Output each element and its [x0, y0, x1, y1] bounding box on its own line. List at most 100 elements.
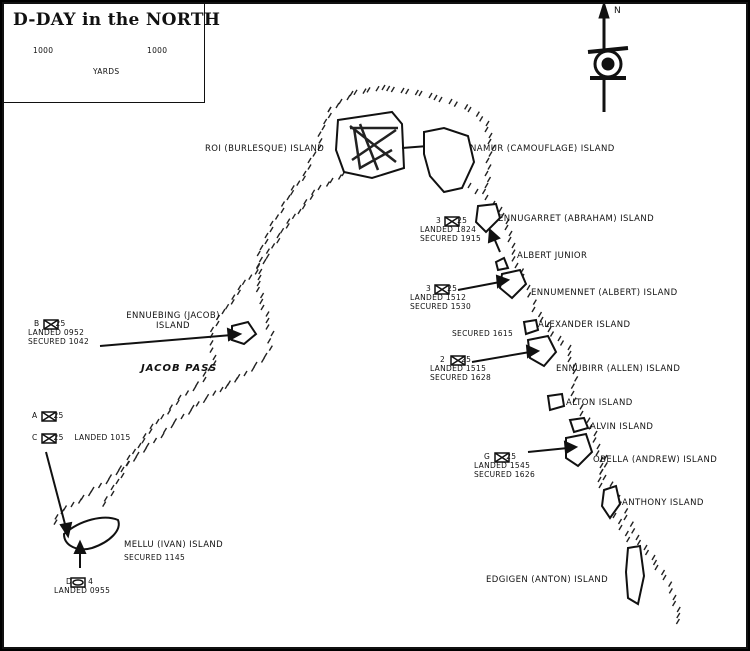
reef-tick	[212, 390, 217, 396]
reef-tick	[567, 356, 572, 363]
reef-tick	[676, 606, 681, 613]
unit-battalion: 25	[461, 355, 472, 364]
reef-tick	[152, 437, 158, 444]
reef-tick	[236, 289, 242, 296]
reef-tick	[662, 574, 667, 581]
reef-tick	[265, 248, 271, 254]
reef-tick	[289, 189, 295, 196]
reef-tick	[264, 232, 269, 239]
reef-tick	[338, 98, 343, 105]
reef-tick	[438, 96, 443, 103]
reef-tick	[318, 137, 323, 144]
mellu-secured: SECURED 1145	[124, 553, 186, 562]
reef-tick	[579, 410, 584, 417]
reef-tick	[570, 390, 575, 397]
reef-tick	[215, 320, 220, 327]
reef-tick	[255, 286, 261, 293]
infantry-symbol	[494, 452, 510, 463]
reef-tick	[254, 269, 259, 275]
reef-tick	[131, 448, 137, 455]
label-ennumennet: ENNUMENNET (ALBERT) ISLAND	[531, 288, 678, 298]
reef-tick	[414, 89, 419, 96]
reef-tick	[537, 311, 543, 318]
reef-tick	[660, 569, 666, 576]
reef-tick	[279, 227, 285, 234]
reef-tick	[286, 194, 291, 201]
reef-tick	[224, 303, 230, 310]
reef-tick	[255, 263, 261, 270]
label-roi: ROI (BURLESQUE) ISLAND	[205, 144, 325, 154]
reef-tick	[597, 476, 602, 483]
reef-tick	[290, 185, 295, 191]
reef-tick	[464, 103, 469, 110]
reef-tick	[270, 330, 275, 337]
reef-tick	[137, 442, 142, 449]
reef-tick	[224, 383, 229, 390]
reef-tick	[280, 207, 285, 214]
reef-tick	[405, 88, 410, 95]
reef-tick	[612, 512, 617, 519]
reef-tick	[539, 316, 544, 323]
obella-island	[565, 432, 594, 468]
reef-tick	[253, 361, 258, 368]
reef-tick	[276, 232, 281, 239]
reef-tick	[126, 454, 131, 461]
label-obella: OBELLA (ANDREW) ISLAND	[593, 455, 718, 465]
reef-tick	[596, 443, 601, 450]
reef-tick	[270, 243, 276, 249]
label-albert-junior: ALBERT JUNIOR	[517, 251, 588, 261]
reef-tick	[160, 432, 165, 439]
reef-tick	[574, 375, 579, 382]
reef-tick	[120, 472, 125, 479]
reef-tick	[498, 206, 503, 213]
reef-tick	[132, 456, 138, 462]
unit-landed: LANDED 1545	[474, 461, 531, 470]
reef-tick	[337, 174, 343, 180]
reef-tick	[668, 581, 673, 588]
reef-tick	[237, 284, 242, 291]
reef-tick	[672, 594, 677, 601]
unit-landed: LANDED 1515	[430, 364, 487, 373]
reef-tick	[643, 544, 648, 551]
reef-tick	[105, 478, 110, 485]
unit-landed: LANDED 1824	[420, 225, 477, 234]
reef-tick	[527, 291, 532, 298]
reef-tick	[636, 539, 642, 546]
reef-tick	[547, 326, 552, 333]
reef-tick	[487, 138, 492, 145]
reef-tick	[219, 386, 224, 393]
reef-tick	[323, 118, 328, 125]
reef-tick	[77, 498, 83, 504]
label-alvin: ALVIN ISLAND	[590, 422, 654, 432]
label-ennuebing-line2: ISLAND	[156, 321, 190, 331]
reef-tick	[97, 482, 103, 489]
reef-tick	[484, 194, 489, 201]
reef-tick	[297, 208, 302, 215]
reef-tick	[209, 326, 215, 333]
reef-tick	[209, 347, 214, 354]
reef-tick	[508, 230, 513, 237]
reef-tick	[269, 226, 274, 233]
reef-tick	[676, 612, 681, 619]
reef-tick	[149, 423, 154, 430]
reef-tick	[511, 249, 516, 256]
label-edgigen: EDGIGEN (ANTON) ISLAND	[486, 575, 609, 585]
reef-tick	[353, 89, 358, 96]
scale-right-value: 1000	[147, 46, 168, 55]
reef-tick	[486, 176, 492, 183]
reef-tick	[349, 90, 354, 97]
reef-tick	[588, 423, 593, 430]
unit-company: 3	[426, 284, 432, 293]
reef-tick	[202, 371, 207, 377]
reef-tick	[142, 433, 147, 439]
unit-battalion: 4	[88, 577, 94, 586]
reef-tick	[177, 394, 182, 401]
reef-tick	[268, 345, 273, 352]
reef-tick	[309, 194, 314, 200]
reef-tick	[135, 451, 140, 458]
reef-tick	[172, 418, 178, 424]
